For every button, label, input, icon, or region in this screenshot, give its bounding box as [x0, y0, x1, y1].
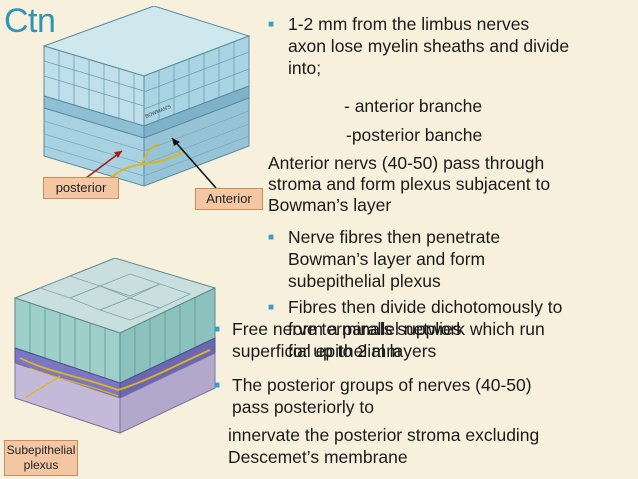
bullet2-line1: Nerve fibres then penetrate — [288, 227, 501, 247]
bullet-icon: ■ — [268, 19, 275, 30]
para1-line1: Anterior nervs (40-50) pass through — [268, 153, 545, 173]
slide-title: Ctn — [4, 2, 56, 40]
bullet4-line2: superficial epithelial layers — [232, 341, 437, 361]
posterior-label: posterior — [43, 177, 119, 199]
bullet1-line3: into; — [288, 58, 322, 78]
bullet1-line2: axon lose myelin sheaths and divide — [288, 36, 570, 56]
bullet5-line1: The posterior groups of nerves (40-50) — [232, 375, 532, 395]
bullet4-line1: Free nerve terminals supplies — [232, 319, 462, 339]
bullet-icon: ■ — [214, 324, 221, 335]
bullet-icon: ■ — [268, 232, 275, 243]
subepithelial-plexus-label: Subepithelial plexus — [4, 440, 78, 476]
sub-item-posterior: -posterior banche — [346, 125, 483, 145]
bullet1-line1: 1-2 mm from the limbus nerves — [288, 14, 530, 34]
para1-line2: stroma and form plexus subjacent to — [268, 174, 551, 194]
bullet-icon: ■ — [214, 380, 221, 391]
subepithelial-label-line1: Subepithelial — [6, 443, 76, 457]
anterior-label: Anterior — [195, 188, 263, 210]
bullet3-line2: form a parallel network which run — [288, 319, 545, 339]
subepithelial-label-line2: plexus — [23, 458, 59, 472]
cornea-diagram-bottom — [13, 258, 217, 434]
bullet-icon: ■ — [268, 302, 275, 313]
para1-line3: Bowman’s layer — [268, 195, 392, 215]
bullet3-line1: Fibres then divide dichotomously to — [288, 297, 563, 317]
para2-line2: Descemet’s membrane — [228, 447, 408, 467]
bullet5-line2: pass posteriorly to — [232, 397, 375, 417]
para2-line1: innervate the posterior stroma excluding — [228, 425, 540, 445]
sub-item-anterior: - anterior branche — [344, 96, 483, 116]
bullet2-line2: Bowman’s layer and form — [288, 249, 486, 269]
cornea-diagram-top: BOWMAN'S — [42, 6, 251, 189]
bullet3-line3: for up to 2 mm — [288, 341, 401, 361]
bullet2-line3: subepithelial plexus — [288, 271, 441, 291]
